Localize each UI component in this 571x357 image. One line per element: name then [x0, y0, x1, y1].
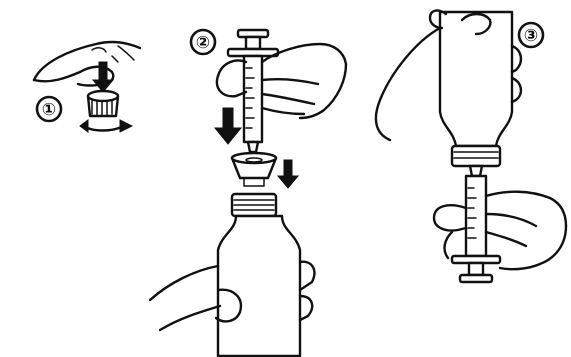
- step-1-rotate-arrow: [80, 120, 132, 132]
- step-1-hand: [34, 42, 140, 86]
- step-1-number-badge: ①: [37, 97, 61, 121]
- step-3-number-badge: ③: [519, 23, 543, 47]
- step-2-adapter: [232, 153, 276, 186]
- step-3-syringe: [452, 166, 500, 282]
- step-3-number: ③: [524, 26, 538, 46]
- step-3-panel: ③: [376, 11, 566, 282]
- step-2-panel: ②: [150, 30, 346, 356]
- step-2-number: ②: [196, 33, 210, 53]
- step-2-bottle: [218, 194, 300, 356]
- step-1-number: ①: [42, 100, 56, 120]
- step-2-left-arrow: [215, 108, 241, 144]
- step-2-right-arrow: [278, 160, 298, 188]
- step-1-panel: ①: [34, 42, 140, 132]
- step-2-number-badge: ②: [191, 30, 215, 54]
- step-1-bottle-cap: [88, 91, 118, 116]
